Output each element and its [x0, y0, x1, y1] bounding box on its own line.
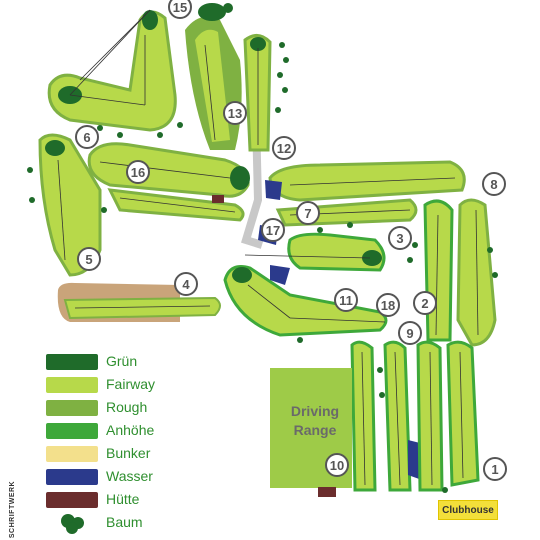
legend-label: Hütte [106, 491, 140, 507]
svg-text:8: 8 [490, 177, 497, 192]
svg-text:10: 10 [330, 458, 344, 473]
legend-label: Fairway [106, 376, 156, 392]
svg-text:2: 2 [421, 296, 428, 311]
legend-label: Bunker [106, 445, 151, 461]
hole-10-layout [350, 340, 377, 492]
legend-tree-label: Baum [106, 514, 143, 530]
svg-text:16: 16 [131, 165, 145, 180]
legend-item: Hütte [46, 490, 206, 513]
hole-11-layout [223, 265, 388, 337]
svg-text:1: 1 [491, 462, 498, 477]
hole-number-15: 15 [168, 0, 192, 19]
hole-number-16: 16 [126, 160, 150, 184]
legend-label: Grün [106, 353, 138, 369]
svg-text:4: 4 [182, 277, 190, 292]
legend-swatch [46, 377, 98, 393]
hole-number-2: 2 [413, 291, 437, 315]
hole-number-12: 12 [272, 136, 296, 160]
svg-text:11: 11 [339, 293, 353, 308]
hole-number-8: 8 [482, 172, 506, 196]
legend-item: Wasser [46, 467, 206, 490]
hole-12-layout [243, 34, 272, 152]
svg-text:5: 5 [85, 252, 92, 267]
hole-number-1: 1 [483, 457, 507, 481]
hole-8-layout [423, 198, 497, 347]
trees [27, 3, 498, 493]
hole-4-layout [57, 282, 221, 322]
hole-number-4: 4 [174, 272, 198, 296]
svg-text:13: 13 [228, 106, 242, 121]
hole-number-18: 18 [376, 293, 400, 317]
hole-number-17: 17 [261, 218, 285, 242]
svg-text:15: 15 [173, 0, 187, 15]
hole-number-9: 9 [398, 321, 422, 345]
svg-text:18: 18 [381, 298, 395, 313]
hole-number-10: 10 [325, 453, 349, 477]
driving-range-line2: Range [293, 422, 337, 438]
hole-16-layout [87, 142, 250, 222]
driving-range-line1: Driving [290, 403, 340, 419]
driving-range-label: Driving Range [270, 402, 360, 440]
svg-text:12: 12 [277, 141, 291, 156]
hole-6-layout [38, 133, 102, 277]
hole-number-7: 7 [296, 201, 320, 225]
legend-swatch [46, 469, 98, 485]
svg-text:17: 17 [266, 223, 280, 238]
legend-item: Anhöhe [46, 421, 206, 444]
legend-item: Grün [46, 352, 206, 375]
legend-swatch [46, 423, 98, 439]
hole-number-13: 13 [223, 101, 247, 125]
svg-text:7: 7 [304, 206, 311, 221]
tree-icon [61, 514, 84, 534]
clubhouse-label: Clubhouse [438, 500, 498, 520]
hole-2-layout [416, 340, 444, 492]
hole-15-layout [47, 9, 177, 132]
credit-text: SCHRIFTWERK [9, 480, 17, 539]
hole-number-6: 6 [75, 125, 99, 149]
svg-text:3: 3 [396, 231, 403, 246]
legend-swatch [46, 446, 98, 462]
hole-number-11: 11 [334, 288, 358, 312]
hut-16 [212, 195, 224, 203]
svg-text:6: 6 [83, 130, 90, 145]
legend-label: Rough [106, 399, 148, 415]
credit: SCHRIFTWERK [2, 481, 16, 540]
hole-1-layout [446, 340, 480, 487]
hole-13-layout [185, 3, 242, 150]
hole-markers: 15 13 12 6 16 17 7 3 8 5 4 11 18 2 9 10 … [75, 0, 507, 481]
legend-item: Fairway [46, 375, 206, 398]
legend-label: Anhöhe [106, 422, 155, 438]
hole-7-layout [258, 160, 466, 245]
legend-swatch [46, 492, 98, 508]
legend-item: Bunker [46, 444, 206, 467]
cart-path [241, 119, 264, 249]
hole-number-5: 5 [77, 247, 101, 271]
hut-range [318, 487, 336, 497]
hole-number-3: 3 [388, 226, 412, 250]
legend-item: Rough [46, 398, 206, 421]
legend-swatch [46, 354, 98, 370]
legend-swatch [46, 400, 98, 416]
hole-17-layout [244, 232, 386, 272]
svg-text:9: 9 [406, 326, 413, 341]
legend-label: Wasser [106, 468, 153, 484]
